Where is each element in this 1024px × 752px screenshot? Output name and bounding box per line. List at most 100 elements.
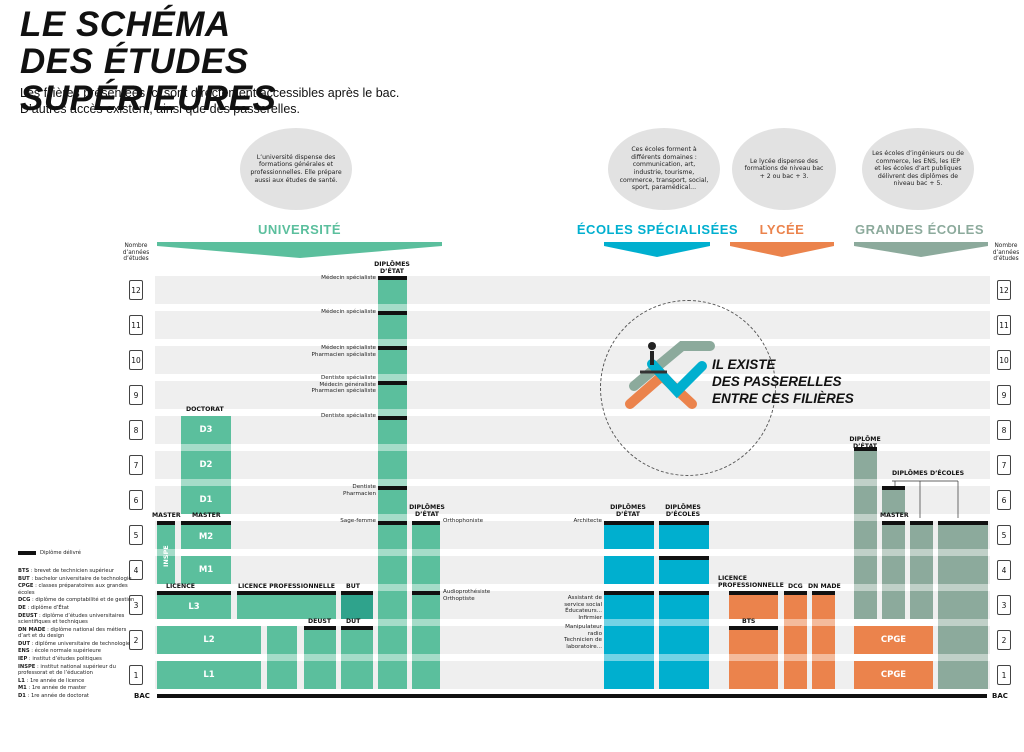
passerelles-text: IL EXISTE DES PASSERELLES ENTRE CES FILI… <box>712 356 854 407</box>
year-band-11 <box>155 311 990 339</box>
row-gap-4 <box>155 549 990 556</box>
para-note-5: Orthophoniste <box>443 518 484 524</box>
axis-label-right: Nombre d’années d’études <box>992 243 1020 263</box>
ge-diplomes-ecoles-head: DIPLÔMES D’ÉCOLES <box>892 470 965 477</box>
legend-text: : institut d’études politiques <box>27 655 102 662</box>
ge-col-b <box>910 521 933 619</box>
legend-item: L1 : 1re année de licence <box>18 678 138 684</box>
legend-diplome-label: Diplôme délivré <box>40 550 81 556</box>
legend-abbr: DCG <box>18 597 31 604</box>
legend-item: DN MADE : diplôme national des métiers d… <box>18 627 138 639</box>
dcg-head: DCG <box>788 583 803 590</box>
legend-text: : 1re année de doctorat <box>25 692 89 699</box>
passerelle-person-body <box>650 351 654 365</box>
year-band-8 <box>155 416 990 444</box>
master-inspe-column <box>157 521 175 584</box>
dut-head: DUT <box>346 618 361 625</box>
legend-abbr: INSPE <box>18 663 36 670</box>
title-line-2: DES ÉTUDES SUPÉRIEURES <box>20 42 277 118</box>
block-l1: L1 <box>157 661 261 689</box>
ge-etat-diploma-bar <box>854 447 877 451</box>
universite-title: UNIVERSITÉ <box>257 222 341 237</box>
dcg-column <box>784 591 807 689</box>
diplomes-etat-para-head: DIPLÔMES D’ÉTAT <box>409 504 445 518</box>
legend-text: : diplôme d’études universitaires scient… <box>18 612 125 625</box>
lycee-info-cloud: Le lycée dispense des formations de nive… <box>732 128 836 210</box>
year-box-left-1: 1 <box>129 665 143 685</box>
grandes-ecoles-info-cloud: Les écoles d’ingénieurs ou de commerce, … <box>862 128 974 210</box>
legend-text: : institut national supérieur du profess… <box>18 663 116 676</box>
year-box-left-2: 2 <box>129 630 143 650</box>
doctorat-head: DOCTORAT <box>186 406 224 413</box>
row-gap-9 <box>155 374 990 381</box>
bac-label-left: BAC <box>134 692 150 700</box>
year-box-left-8: 8 <box>129 420 143 440</box>
sante-diploma-bar-5 <box>378 521 407 525</box>
lycee-lp-column <box>729 591 778 619</box>
es-diplomes-etat-head: DIPLÔMES D’ÉTAT <box>610 504 646 518</box>
year-box-left-5: 5 <box>129 525 143 545</box>
year-band-7 <box>155 451 990 479</box>
legend-abbr: BTS <box>18 568 30 574</box>
year-band-6 <box>155 486 990 514</box>
year-box-right-7: 7 <box>997 455 1011 475</box>
legend-abbr: D1 <box>18 692 26 699</box>
passerelles-line-2: DES PASSERELLES <box>712 374 842 389</box>
es-ecoles-4 <box>659 556 709 584</box>
es-note-2: Manipulateur radio Technicien de laborat… <box>563 624 602 650</box>
bts-head: BTS <box>742 618 756 625</box>
legend-item: BTS : brevet de technicien supérieur <box>18 568 138 574</box>
year-box-left-11: 11 <box>129 315 143 335</box>
row-gap-5 <box>155 514 990 521</box>
legend-text: : diplôme national des métiers d’art et … <box>18 626 127 639</box>
passerelles-line-1: IL EXISTE <box>712 357 776 372</box>
legend-abbr: M1 <box>18 685 27 692</box>
grandes-ecoles-chevron <box>854 242 988 257</box>
sante-note-12: Médecin spécialiste <box>321 275 376 281</box>
lp-bottom-left <box>267 626 297 689</box>
year-box-right-5: 5 <box>997 525 1011 545</box>
sante-note-9: Dentiste spécialiste Médecin généraliste… <box>311 375 376 395</box>
legend-item: BUT : bachelor universitaire de technolo… <box>18 576 138 582</box>
bts-column <box>729 626 778 689</box>
block-m1: M1 <box>181 556 231 584</box>
sante-note-10: Médecin spécialiste Pharmacien spécialis… <box>311 345 376 358</box>
year-box-left-6: 6 <box>129 490 143 510</box>
diplomes-etat-sante-head: DIPLÔMES D’ÉTAT <box>374 261 410 275</box>
lycee-chevron <box>730 242 834 257</box>
row-gap-8 <box>155 409 990 416</box>
legend-abbr: DEUST <box>18 612 38 619</box>
bac-label-right: BAC <box>992 692 1008 700</box>
passerelles-line-3: ENTRE CES FILIÈRES <box>712 391 854 406</box>
page-title: LE SCHÉMA DES ÉTUDES SUPÉRIEURES <box>20 6 490 117</box>
block-cpge-2: CPGE <box>854 626 933 654</box>
legend-abbr: L1 <box>18 677 25 684</box>
legend-abbr: ENS <box>18 648 30 655</box>
ge-col-c <box>938 521 988 689</box>
row-gap-7 <box>155 444 990 451</box>
ecoles-specialisees-chevron <box>604 242 710 257</box>
lycee-licence-pro-head: LICENCE PROFESSIONNELLE <box>718 575 784 589</box>
ecoles-specialisees-info-cloud: Ces écoles forment à différents domaines… <box>608 128 720 210</box>
year-box-right-3: 3 <box>997 595 1011 615</box>
es-note-3: Assistant de service social Éducateurs..… <box>564 595 602 621</box>
es-etat-4 <box>604 556 654 584</box>
legend-abbr: DN MADE <box>18 626 46 633</box>
sante-note-11: Médecin spécialiste <box>321 309 376 315</box>
legend-text: : 1re année de master <box>26 685 87 692</box>
row-gap-11 <box>155 304 990 311</box>
year-box-left-4: 4 <box>129 560 143 580</box>
block-d3: D3 <box>181 416 231 444</box>
sante-diploma-bar-12 <box>378 276 407 280</box>
es-diplomes-ecoles-head: DIPLÔMES D’ÉCOLES <box>665 504 701 518</box>
es-note-5: Architecte <box>573 518 602 524</box>
para-diploma-bar-3 <box>412 591 440 595</box>
block-d1: D1 <box>181 486 231 514</box>
ge-diplome-etat-head: DIPLÔME D’ÉTAT <box>849 436 881 450</box>
year-box-right-6: 6 <box>997 490 1011 510</box>
master-inspe-head: MASTER <box>152 512 181 519</box>
legend-item: DCG : diplôme de comptabilité et de gest… <box>18 597 138 603</box>
